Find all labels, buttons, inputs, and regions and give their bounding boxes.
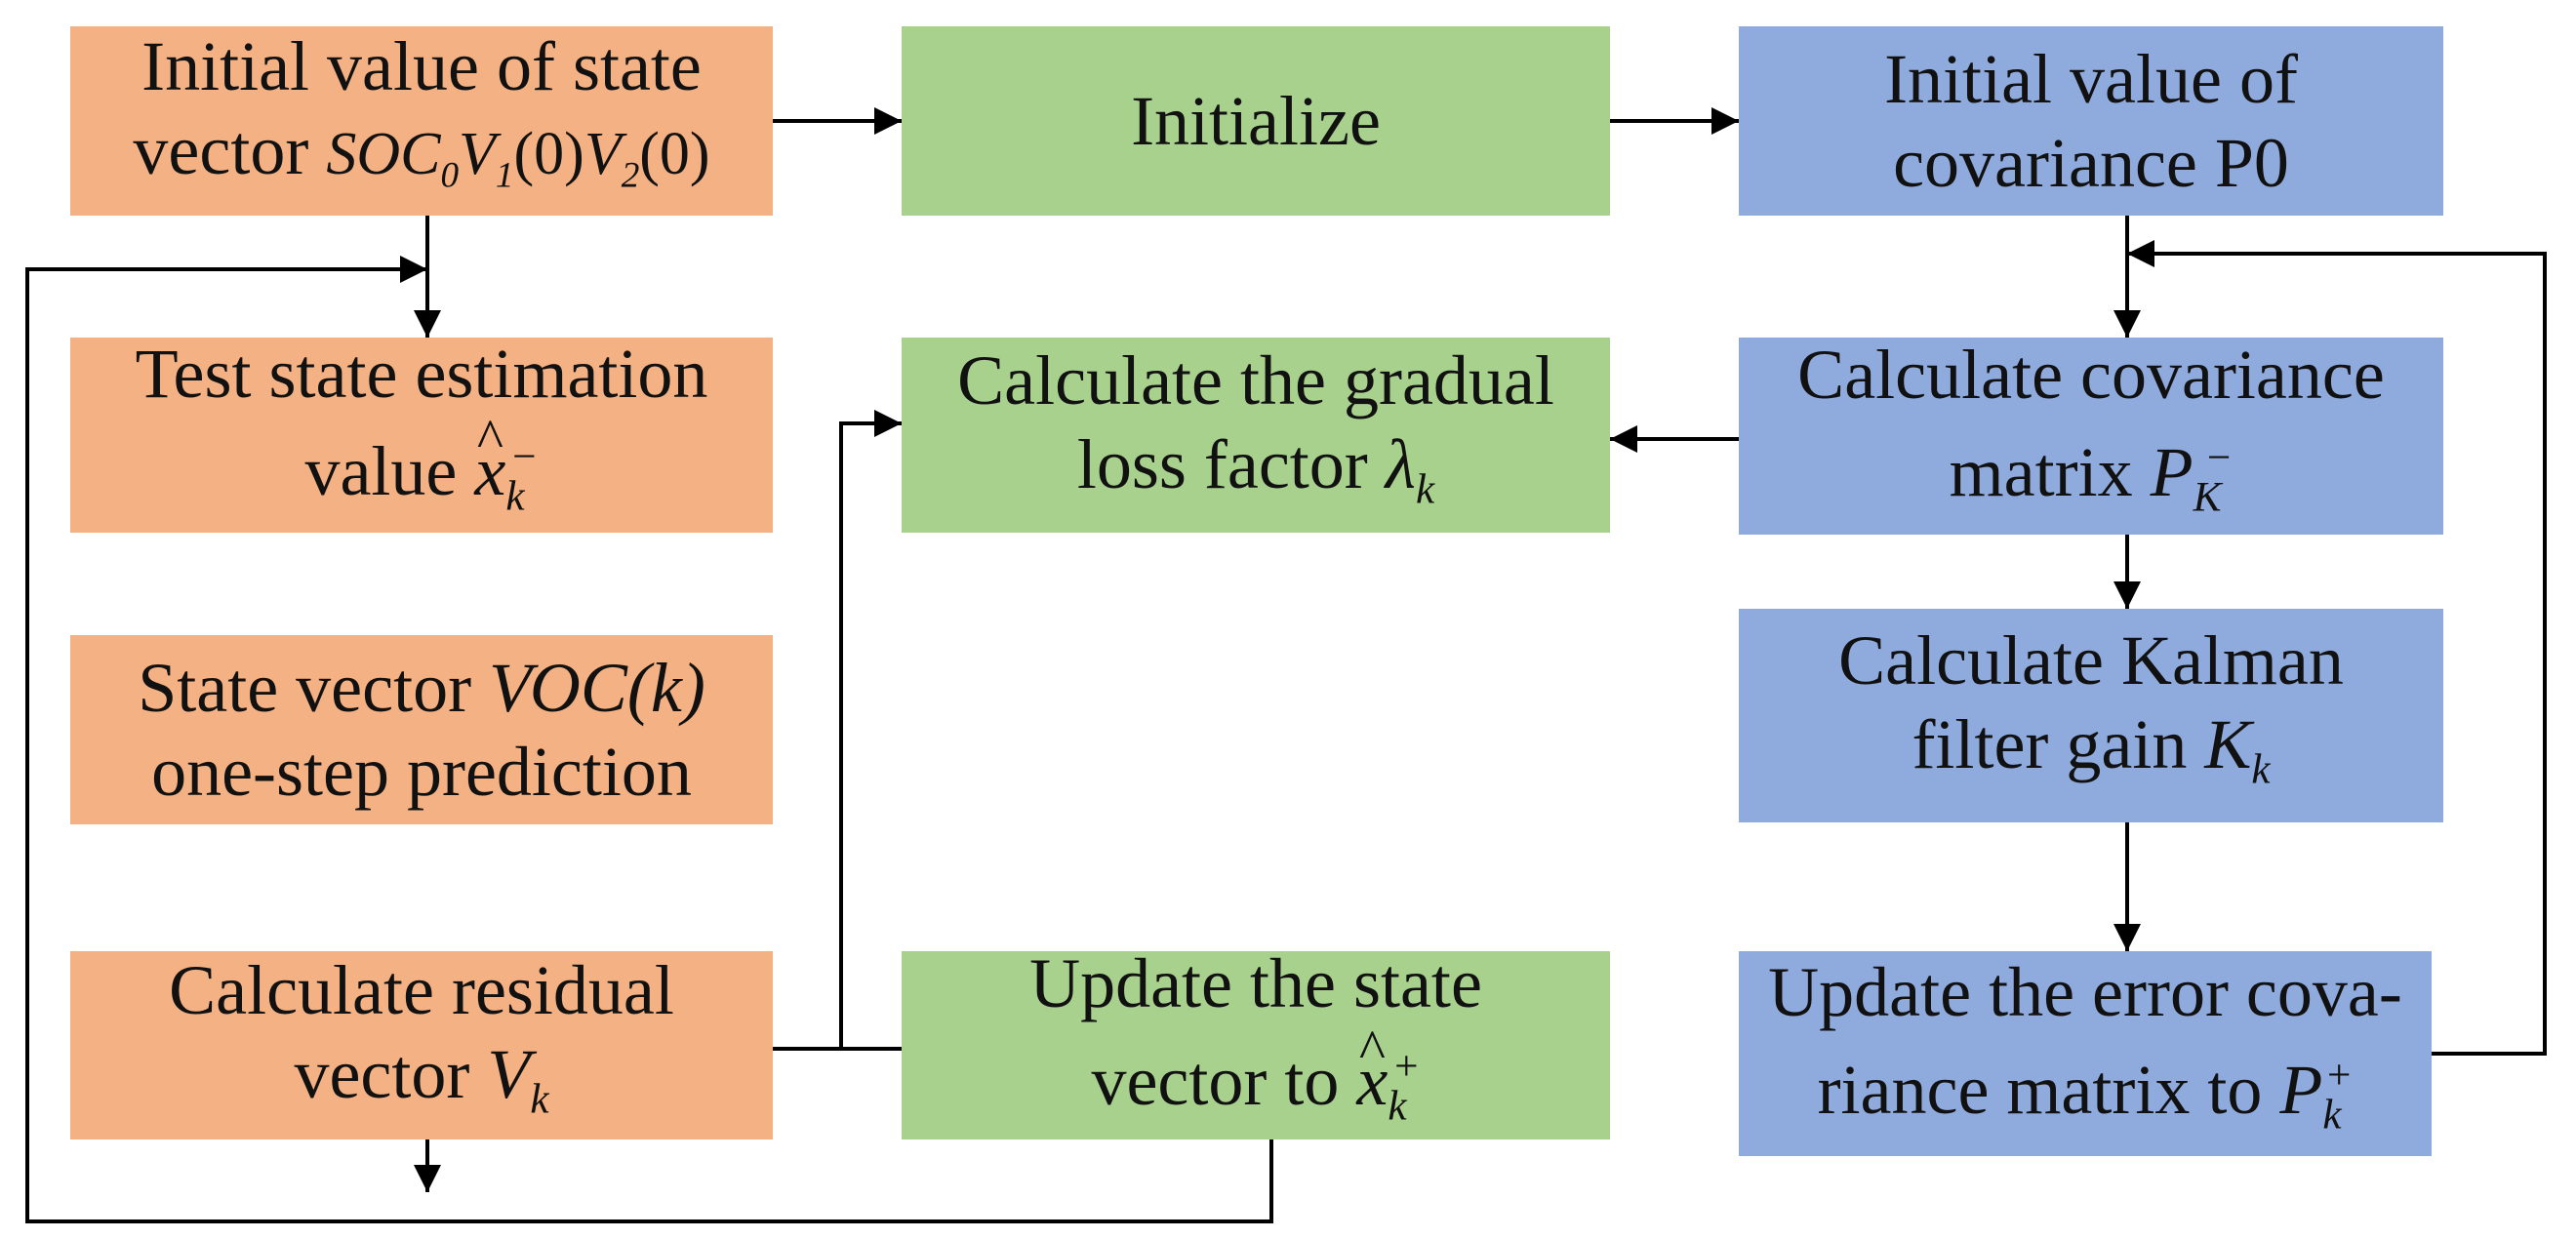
node-gradual-loss-factor-line2: loss factor	[1076, 424, 1368, 503]
node-gradual-loss-factor: Calculate the gradual loss factor λk	[902, 338, 1610, 533]
node-update-error-covariance-line2: riance matrix to	[1817, 1050, 2263, 1129]
node-initialize-label: Initialize	[1131, 82, 1381, 160]
math-voc-k: VOC(k)	[489, 649, 705, 727]
math-lambda-k: λk	[1385, 424, 1435, 513]
math-x-hat-k-plus: xk+	[1356, 1042, 1420, 1129]
feedback-update-cov-to-calc-cov-loop	[2127, 240, 2547, 1056]
node-update-state-vector-line2: vector to	[1091, 1042, 1340, 1121]
node-calculate-covariance-line1: Calculate covariance	[1797, 335, 2385, 414]
node-initial-state-vector: Initial value of state vector SOC0V1(0)V…	[70, 26, 773, 216]
node-initial-state-vector-line2: vector	[133, 110, 309, 189]
node-state-vector-prediction-line1: State vector	[138, 649, 472, 727]
node-kalman-gain-line2: filter gain	[1912, 705, 2188, 784]
node-state-vector-prediction-line2: one-step prediction	[151, 733, 692, 811]
node-update-error-covariance: Update the error cova- riance matrix to …	[1739, 951, 2432, 1156]
node-kalman-gain: Calculate Kalman filter gain Kk	[1739, 609, 2443, 822]
arrow-residual-junction-to-gradual-loss	[773, 410, 902, 1051]
math-soc0-v1-v2: SOC0V1(0)V2(0)	[326, 120, 710, 196]
node-update-state-vector-line1: Update the state	[1029, 944, 1482, 1023]
node-calculate-covariance-line2: matrix	[1949, 432, 2133, 511]
node-calculate-covariance: Calculate covariance matrix PK−	[1739, 336, 2443, 535]
node-calculate-residual-line1: Calculate residual	[169, 951, 674, 1030]
math-p-k-plus: Pk+	[2279, 1050, 2354, 1139]
node-initialize: Initialize	[902, 26, 1610, 216]
node-gradual-loss-factor-line1: Calculate the gradual	[957, 340, 1554, 420]
node-test-state-estimation-line2: value	[304, 431, 458, 510]
node-initial-covariance-line2: covariance P0	[1893, 124, 2289, 202]
node-initial-covariance: Initial value of covariance P0	[1739, 26, 2443, 216]
node-update-error-covariance-line1: Update the error cova-	[1768, 952, 2402, 1031]
node-kalman-gain-line1: Calculate Kalman	[1838, 621, 2344, 700]
math-p-k-minus: PK−	[2150, 432, 2234, 521]
node-state-vector-prediction: State vector VOC(k) one-step prediction	[70, 635, 773, 824]
node-calculate-residual-line2: vector	[294, 1035, 470, 1114]
node-test-state-estimation-line1: Test state estimation	[135, 334, 708, 413]
node-update-state-vector: Update the state vector to xk+	[902, 944, 1610, 1139]
node-calculate-residual: Calculate residual vector Vk	[70, 951, 773, 1139]
node-initial-covariance-line1: Initial value of	[1884, 40, 2298, 118]
node-test-state-estimation: Test state estimation value xk−	[70, 335, 773, 533]
math-v-k: Vk	[487, 1035, 549, 1123]
math-x-hat-k-minus: xk−	[474, 432, 538, 519]
math-k-k: Kk	[2204, 705, 2271, 793]
node-initial-state-vector-line1: Initial value of state	[141, 26, 702, 105]
feedback-bottom-bus-to-test-state-loop	[25, 256, 427, 1223]
link-update-state-to-bottom-bus	[427, 1139, 1273, 1223]
